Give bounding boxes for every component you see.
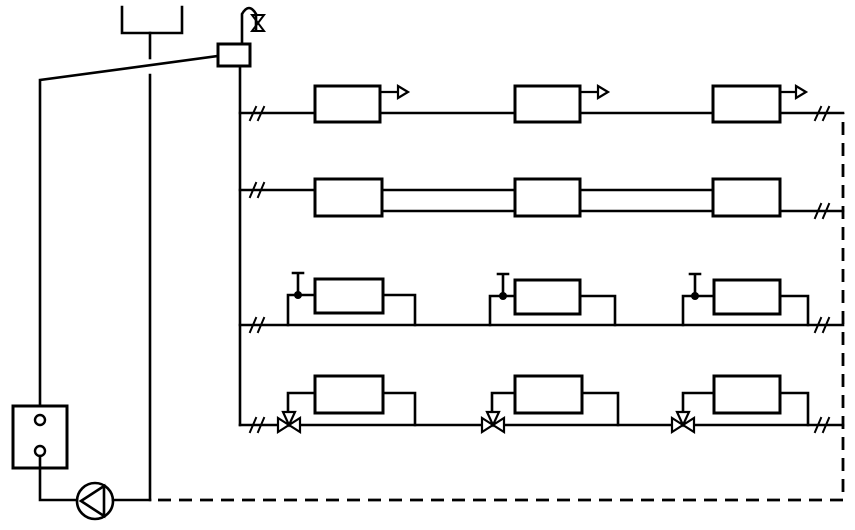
- three-way-valve-icon: [670, 410, 696, 435]
- radiator: [313, 84, 411, 124]
- pump-icon: [75, 481, 152, 521]
- radiator: [711, 177, 782, 218]
- radiator: [513, 84, 611, 124]
- air-collector: [216, 6, 266, 68]
- radiator-with-valve: [681, 272, 810, 327]
- row-4-three-way-valves: [238, 374, 845, 435]
- row-1-air-vent: [238, 84, 845, 124]
- signal-line: [38, 54, 220, 410]
- radiator: [313, 177, 384, 218]
- open-expansion-tank: [120, 5, 184, 60]
- radiator-with-valve: [488, 272, 617, 327]
- three-way-valve-icon: [480, 410, 506, 435]
- valve-icon: [691, 292, 699, 300]
- boiler: [11, 404, 79, 502]
- three-way-valve-icon: [276, 410, 302, 435]
- radiator: [711, 84, 809, 124]
- valve-icon: [294, 291, 302, 299]
- valve-icon: [499, 292, 507, 300]
- radiator-with-valve: [286, 271, 417, 327]
- radiator-with-three-way-valve: [276, 374, 417, 435]
- row-2-double-pipe: [238, 177, 845, 220]
- vent-valve-icon: [250, 14, 266, 32]
- radiator-with-three-way-valve: [480, 374, 620, 435]
- radiator-with-three-way-valve: [670, 374, 810, 435]
- return-pipe-dashed: [158, 113, 845, 502]
- radiator: [513, 177, 582, 218]
- row-3-control-valves: [238, 271, 845, 334]
